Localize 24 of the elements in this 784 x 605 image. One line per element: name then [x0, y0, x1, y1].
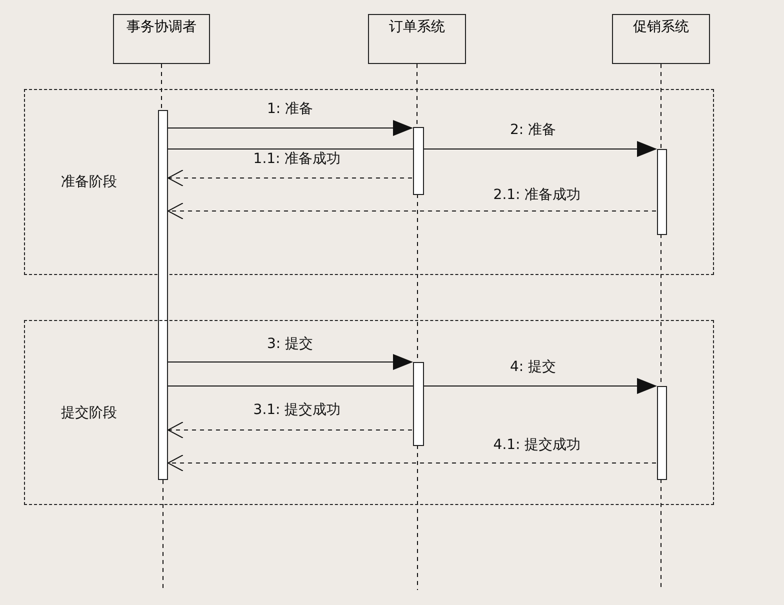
message-arrow	[168, 120, 413, 136]
phase-label: 准备阶段	[61, 173, 117, 191]
lifeline	[416, 64, 418, 126]
activation-bar	[657, 386, 667, 480]
return-message-arrow	[168, 454, 656, 472]
return-message-arrow	[168, 422, 412, 438]
participant-box: 订单系统	[368, 14, 466, 64]
return-message-arrow	[168, 170, 412, 186]
lifeline	[417, 444, 418, 590]
message-arrow	[168, 378, 657, 394]
message-arrow	[168, 141, 657, 157]
lifeline	[162, 480, 164, 590]
participant-box: 事务协调者	[113, 14, 210, 64]
return-message-arrow	[168, 202, 656, 220]
activation-bar	[158, 110, 168, 480]
activation-bar	[657, 149, 667, 235]
lifeline	[161, 64, 162, 110]
activation-bar	[413, 362, 424, 446]
edge-label: 4: 提交	[508, 359, 558, 375]
lifeline	[660, 64, 662, 148]
participant-box: 促销系统	[612, 14, 710, 64]
message-arrow	[168, 354, 413, 370]
phase-label: 提交阶段	[61, 404, 117, 422]
activation-bar	[413, 127, 424, 195]
